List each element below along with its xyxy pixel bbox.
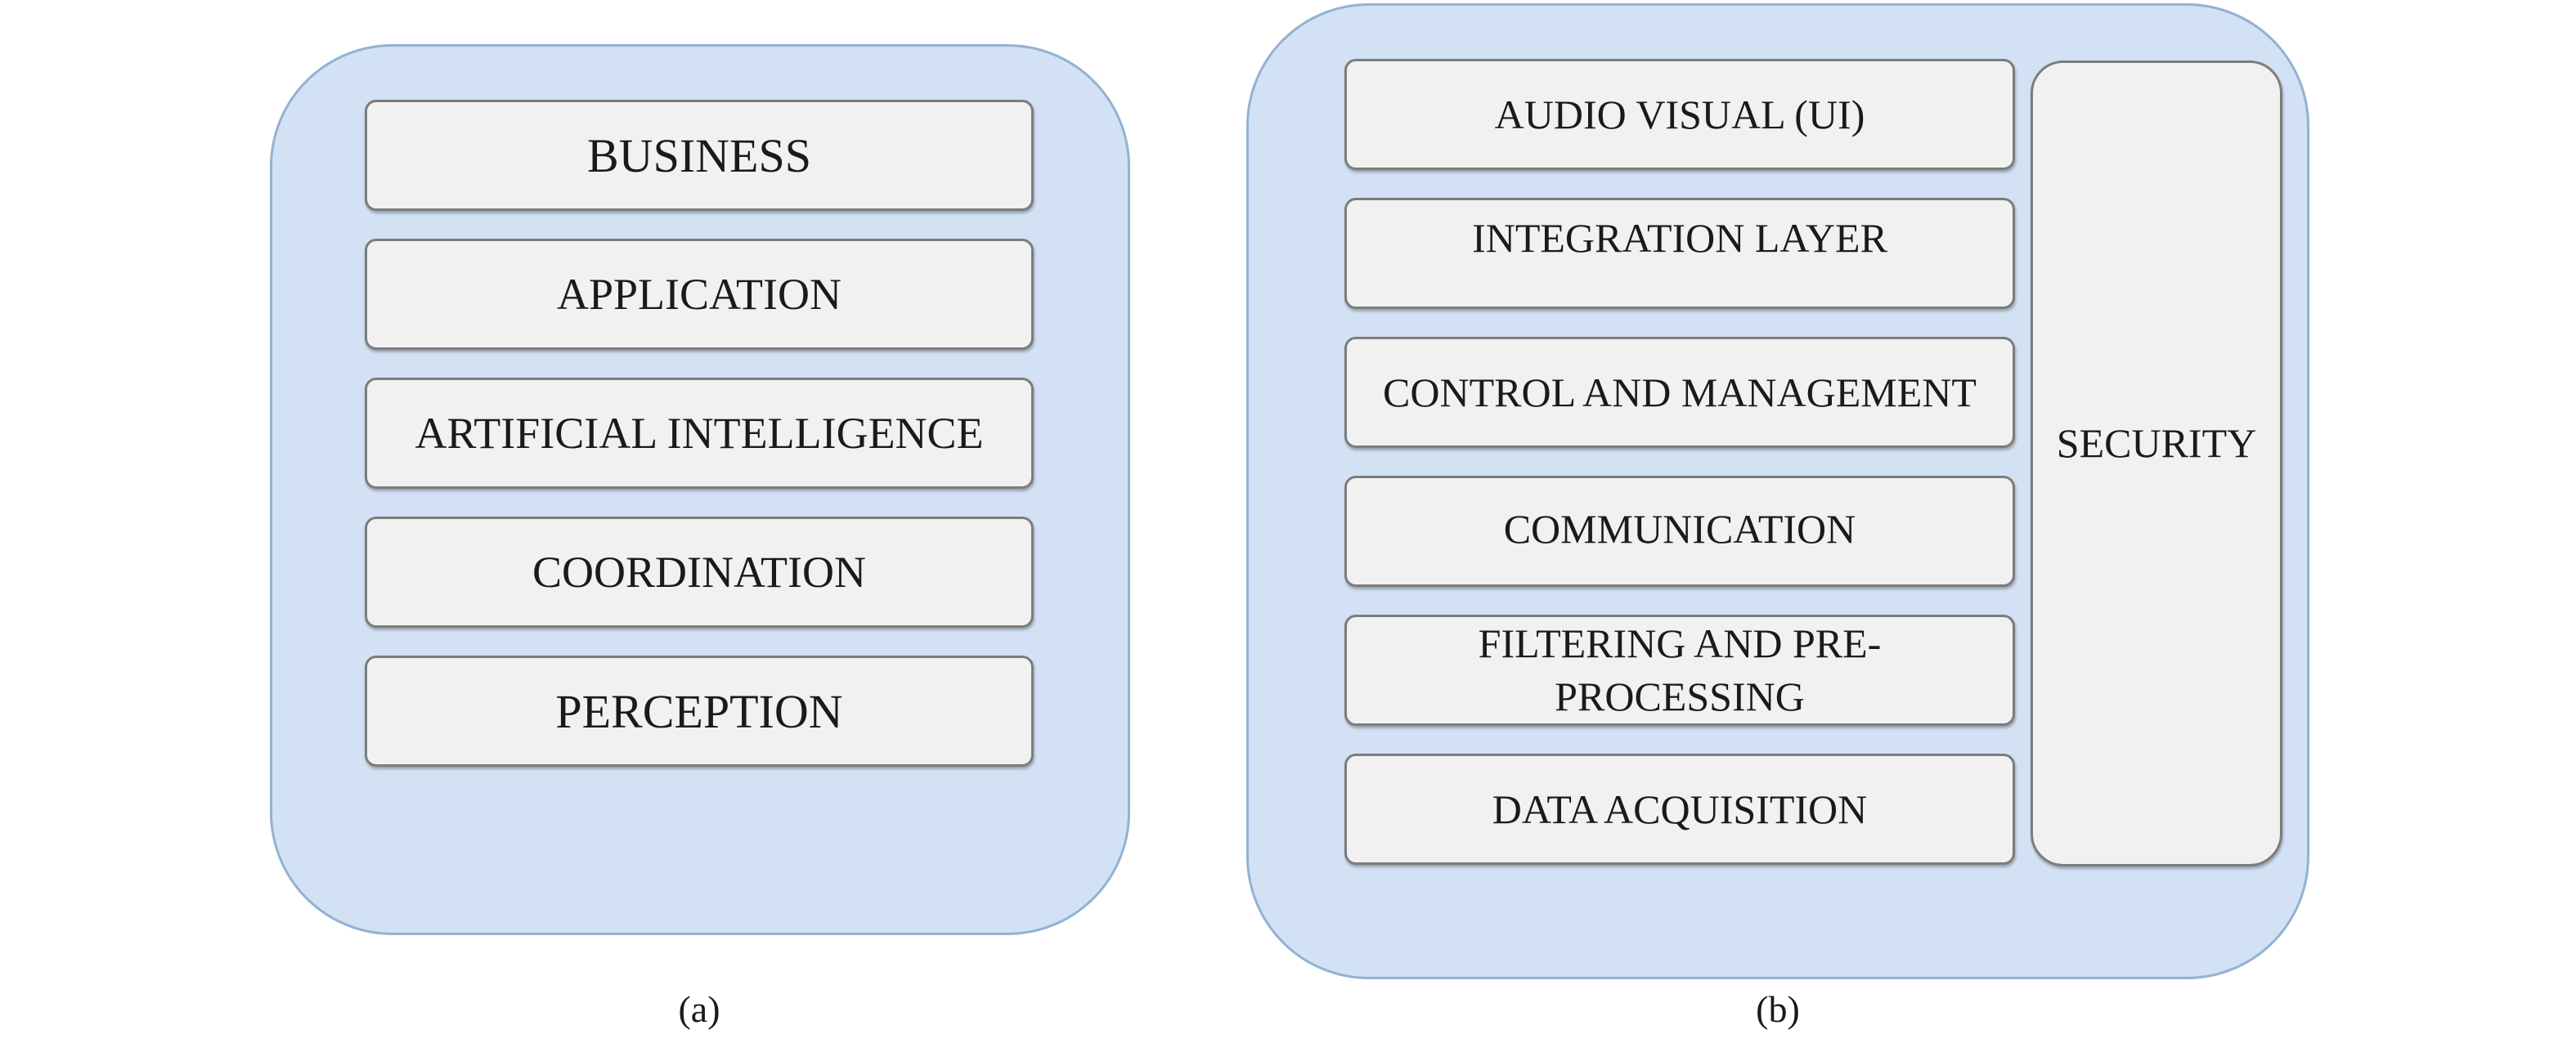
layer-artificial-intelligence: ARTIFICIAL INTELLIGENCE <box>365 378 1034 489</box>
layer-integration: INTEGRATION LAYER <box>1344 198 2015 309</box>
layer-security: SECURITY <box>2031 60 2282 866</box>
layer-audio-visual: AUDIO VISUAL (UI) <box>1344 59 2015 170</box>
caption-b: (b) <box>1756 988 1800 1030</box>
layer-application: APPLICATION <box>365 239 1034 350</box>
layer-communication: COMMUNICATION <box>1344 476 2015 587</box>
caption-a: (a) <box>678 988 720 1030</box>
layer-filtering-and-pre-processing: FILTERING AND PRE-PROCESSING <box>1344 615 2015 726</box>
layer-control-and-management: CONTROL AND MANAGEMENT <box>1344 337 2015 448</box>
layer-data-acquisition: DATA ACQUISITION <box>1344 754 2015 865</box>
layer-coordination: COORDINATION <box>365 517 1034 628</box>
layer-business: BUSINESS <box>365 100 1034 211</box>
layer-perception: PERCEPTION <box>365 656 1034 767</box>
